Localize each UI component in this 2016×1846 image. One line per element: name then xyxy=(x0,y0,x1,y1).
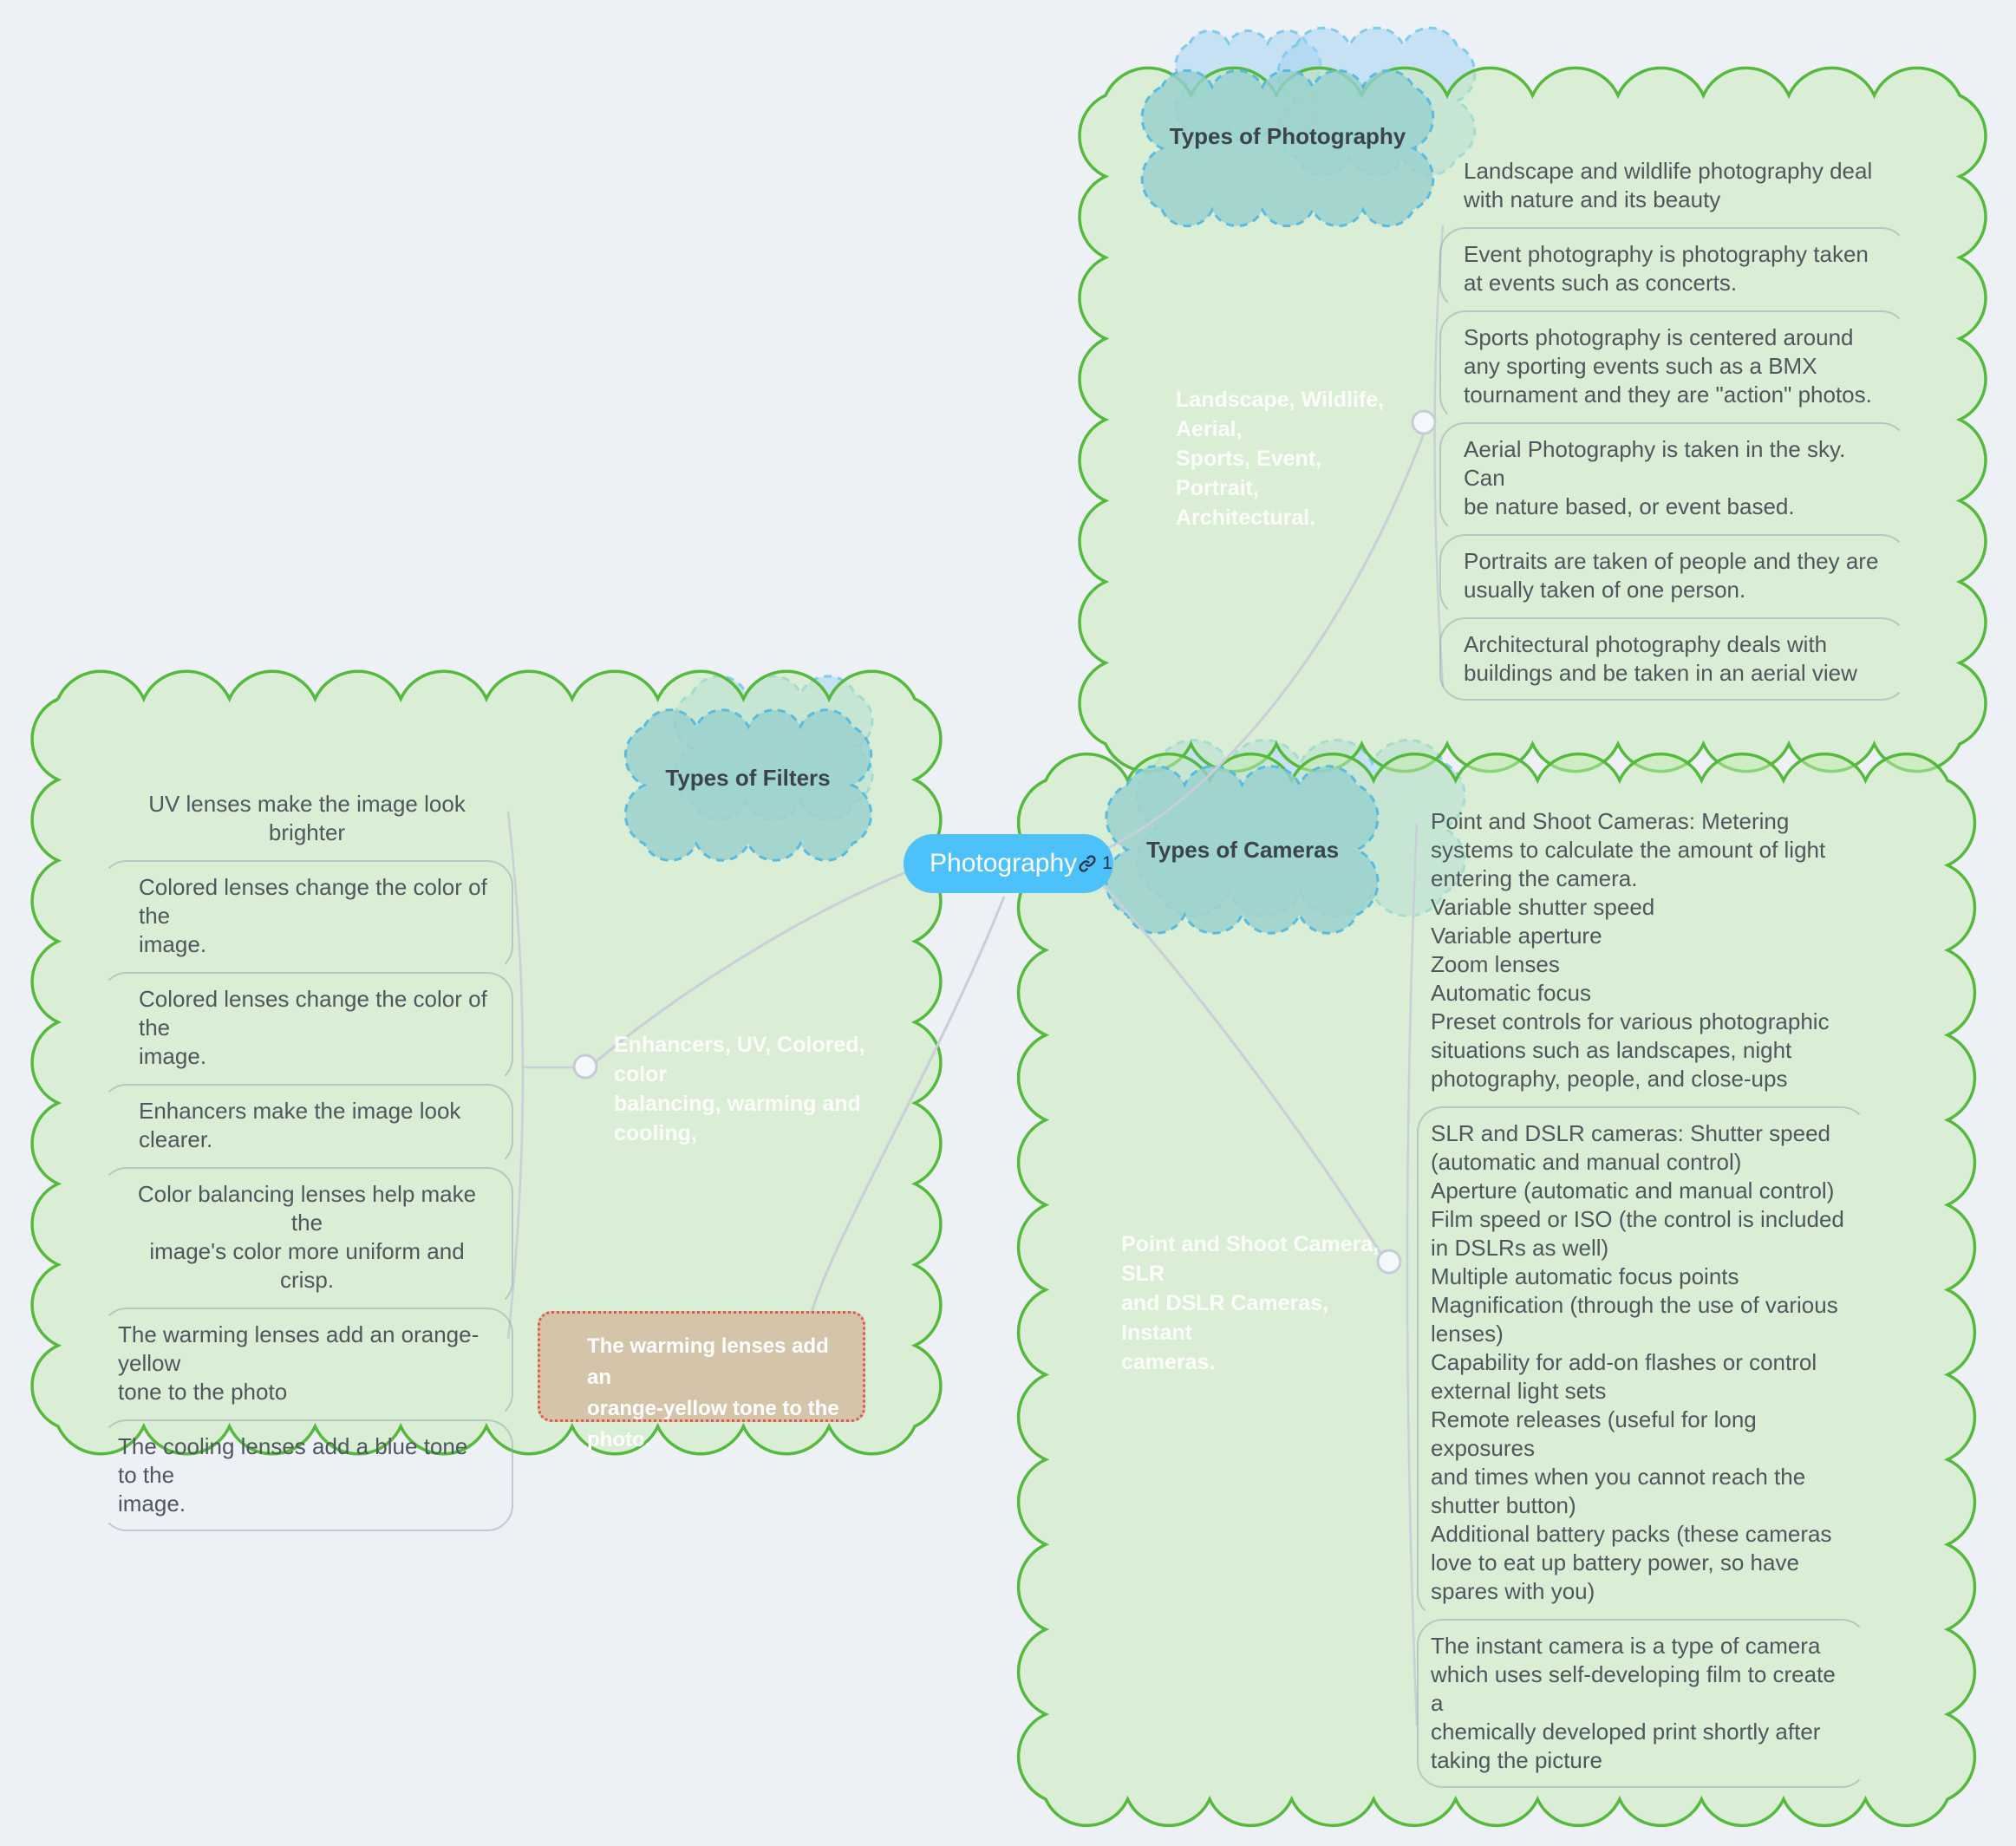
branch-title-types-of-filters[interactable]: Types of Filters xyxy=(665,765,831,791)
connector-root-to-filters xyxy=(596,869,911,1063)
root-node-photography[interactable]: Photography 1 xyxy=(904,834,1113,893)
connection-point-filters xyxy=(572,1053,598,1080)
root-node-label: Photography xyxy=(930,849,1078,877)
list-item[interactable]: Sports photography is centered around an… xyxy=(1439,310,1908,422)
list-item[interactable]: SLR and DSLR cameras: Shutter speed (aut… xyxy=(1417,1106,1868,1619)
list-item[interactable]: Landscape and wildlife photography deal … xyxy=(1464,158,1873,212)
list-item[interactable]: The warming lenses add an orange-yellow … xyxy=(101,1308,513,1419)
label-cloud-types-of-filters xyxy=(623,708,873,862)
label-cloud-types-of-photography xyxy=(1140,68,1435,228)
connection-point-cameras xyxy=(1376,1249,1402,1275)
connection-point-photography xyxy=(1411,409,1437,435)
filter-items-list: UV lenses make the image look brighter C… xyxy=(101,777,513,1531)
label-cloud-types-of-cameras xyxy=(1105,765,1380,935)
spine-camera-items xyxy=(1406,823,1419,1726)
list-item[interactable]: Point and Shoot Cameras: Metering system… xyxy=(1431,808,1830,1092)
list-item[interactable]: Colored lenses change the color of the i… xyxy=(101,860,513,972)
cloud-boundary-types-of-filters xyxy=(30,669,943,1456)
spine-photography-items xyxy=(1433,225,1445,688)
link-count: 1 xyxy=(1102,853,1112,873)
cloud-boundary-types-of-cameras xyxy=(1016,752,1977,1828)
branch-node-photography-types[interactable]: Landscape, Wildlife, Aerial, Sports, Eve… xyxy=(1176,388,1385,530)
list-item[interactable]: Architectural photography deals with bui… xyxy=(1439,617,1908,701)
list-item[interactable]: Event photography is photography taken a… xyxy=(1439,227,1908,310)
link-icon xyxy=(1079,855,1096,872)
branch-title-types-of-cameras[interactable]: Types of Cameras xyxy=(1145,837,1340,863)
connector-root-to-warming-note xyxy=(810,896,1006,1314)
list-item[interactable]: Aerial Photography is taken in the sky. … xyxy=(1439,422,1908,534)
cloud-boundary-types-of-photography xyxy=(1078,66,1987,773)
link-badge[interactable]: 1 xyxy=(1077,853,1112,874)
connector-root-to-cameras xyxy=(1096,877,1384,1256)
branch-node-camera-types[interactable]: Point and Shoot Camera, SLR and DSLR Cam… xyxy=(1121,1232,1380,1374)
connector-root-to-photography-types xyxy=(1100,433,1426,853)
list-item[interactable]: The instant camera is a type of camera w… xyxy=(1417,1619,1868,1788)
camera-items-list: Point and Shoot Cameras: Metering system… xyxy=(1417,794,1868,1788)
list-item[interactable]: Color balancing lenses help make the ima… xyxy=(101,1167,513,1308)
list-item[interactable]: Portraits are taken of people and they a… xyxy=(1439,534,1908,617)
spine-filter-items xyxy=(506,811,525,1340)
branch-node-filter-types[interactable]: Enhancers, UV, Colored, color balancing,… xyxy=(614,1033,865,1145)
list-item[interactable]: Colored lenses change the color of the i… xyxy=(101,972,513,1084)
warming-lenses-note[interactable]: The warming lenses add an orange-yellow … xyxy=(538,1311,865,1451)
photography-items-list: Landscape and wildlife photography deal … xyxy=(1439,144,1908,701)
list-item[interactable]: Enhancers make the image look clearer. xyxy=(101,1084,513,1167)
list-item[interactable]: The cooling lenses add a blue tone to th… xyxy=(101,1419,513,1531)
list-item[interactable]: UV lenses make the image look brighter xyxy=(148,791,466,845)
branch-title-types-of-photography[interactable]: Types of Photography xyxy=(1169,123,1406,149)
